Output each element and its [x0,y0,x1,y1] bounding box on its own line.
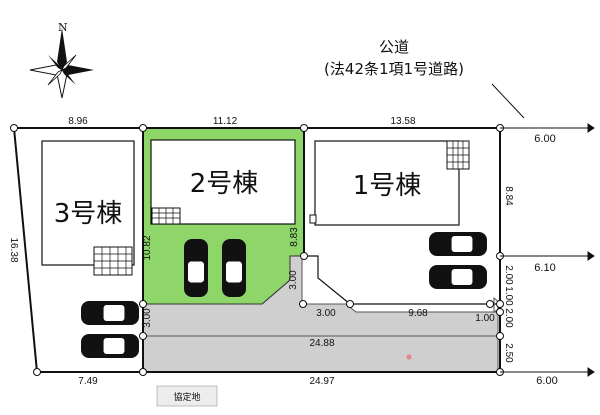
road-classification: (法42条1項1号道路) [324,60,464,78]
dim-driveway-length: 9.68 [408,308,428,319]
dim-left-side: 16.38 [8,237,19,262]
lot-1-boundary [304,255,498,305]
equipment-unit-icon [93,140,470,276]
dim-small-1: 1.00 [475,313,495,324]
dim-east-1: 1.00 [503,286,514,306]
building-3 [41,140,135,266]
road-leader-line [491,83,525,119]
car-icon [429,265,487,289]
kyoteichi-label: 協定地 [173,391,200,403]
north-label: N [58,21,68,34]
dim-top-left: 8.96 [68,116,88,127]
dim-lot2-right: 8.83 [289,227,300,247]
dim-bottom-left: 7.49 [78,376,98,387]
car-icon [81,301,139,325]
boundary-markers [10,124,504,376]
car-icon [81,334,139,358]
dim-lane-length: 24.88 [309,338,334,349]
dim-east-upper: 8.84 [503,186,514,206]
road-width-lines [500,123,595,377]
dim-top-right: 13.58 [390,116,415,127]
car-icon [429,232,487,256]
road-width-mid: 6.10 [534,262,555,274]
dim-bottom-main: 24.97 [309,376,334,387]
building-2-label: 2号棟 [190,169,259,199]
road-width-top: 6.00 [534,133,555,145]
north-arrow-icon [29,28,94,99]
dim-east-2b: 2.00 [503,308,514,328]
building-1 [314,140,460,226]
position-marker [406,354,412,360]
dim-lot2-height: 10.82 [142,235,153,260]
building-3-label: 3号棟 [54,199,123,229]
kyoteichi-box [156,385,218,407]
dim-top-mid: 11.12 [213,116,238,127]
car-icon [222,239,246,297]
dim-left-lower: 3.00 [142,308,153,328]
dim-driveway-horiz: 3.00 [316,308,336,319]
parking-cars [81,232,487,358]
dim-notch-height: 3.00 [288,270,299,290]
car-icon [184,239,208,297]
dim-east-2a: 2.00 [503,265,514,285]
road-label: 公道 [379,38,409,56]
building-1-label: 1号棟 [353,171,422,201]
dim-east-lower: 2.50 [503,343,514,363]
road-width-bottom: 6.00 [536,375,557,387]
